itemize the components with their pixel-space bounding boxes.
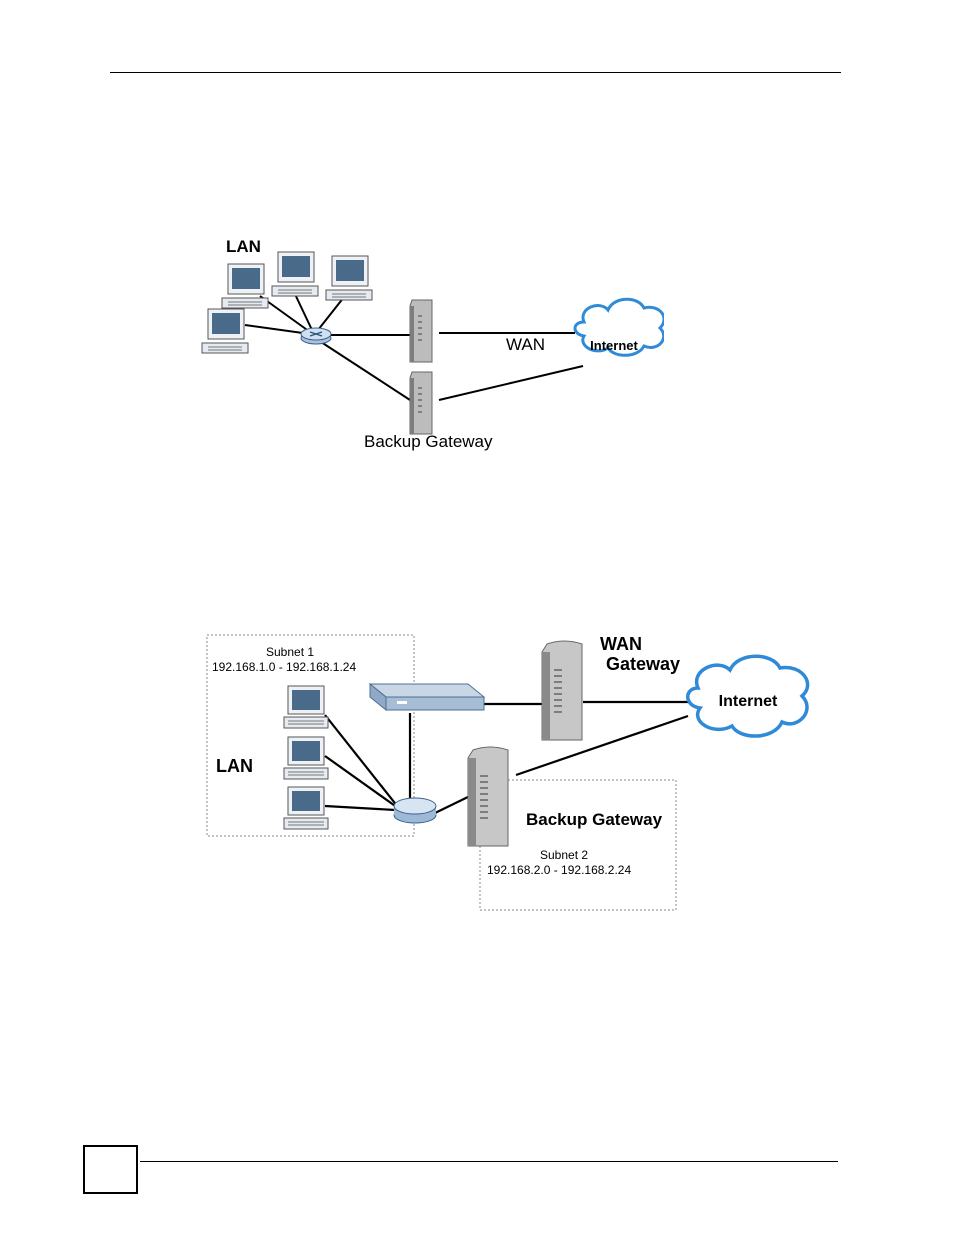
- subnet1-range: 192.168.1.0 - 192.168.1.24: [212, 660, 356, 674]
- router-icon: [394, 798, 436, 823]
- wan-gateway-device-icon: [542, 641, 582, 740]
- lan-computer-icon: [284, 686, 328, 728]
- internet-label: Internet: [719, 693, 778, 710]
- footer-rule: [140, 1161, 838, 1162]
- header-rule: [110, 72, 841, 73]
- backup-gateway-label: Backup Gateway: [364, 432, 493, 451]
- router-icon: [301, 328, 331, 344]
- backup-gateway-label: Backup Gateway: [526, 810, 663, 829]
- subnet2-range: 192.168.2.0 - 192.168.2.24: [487, 863, 631, 877]
- backup-gateway-diagram: LAN WAN Internet Backup Gateway: [198, 234, 664, 454]
- subnet2-boundary: [480, 780, 676, 910]
- backup-gateway-device-icon: [410, 372, 432, 434]
- page-number-box: [83, 1145, 138, 1194]
- internet-cloud-icon: Internet: [575, 299, 664, 355]
- lan-computer-icon: [272, 252, 318, 296]
- lan-label: LAN: [216, 756, 253, 776]
- lan-label: LAN: [226, 237, 261, 256]
- lan-computer-icon: [284, 737, 328, 779]
- lan-computer-icon: [222, 264, 268, 308]
- gateway-label: Gateway: [606, 654, 680, 674]
- subnet-backup-gateway-diagram: Subnet 1 192.168.1.0 - 192.168.1.24 LAN: [198, 630, 818, 915]
- backup-gateway-device-icon: [468, 747, 508, 846]
- internet-label: Internet: [590, 338, 638, 353]
- switch-icon: [370, 684, 484, 710]
- lan-computer-icon: [326, 256, 372, 300]
- wan-gateway-device-icon: [410, 300, 432, 362]
- subnet2-label: Subnet 2: [540, 848, 588, 862]
- lan-computer-icon: [202, 309, 248, 353]
- wan-label: WAN: [506, 335, 545, 354]
- wan-label: WAN: [600, 634, 642, 654]
- subnet1-label: Subnet 1: [266, 645, 314, 659]
- lan-computer-icon: [284, 787, 328, 829]
- internet-cloud-icon: Internet: [688, 656, 808, 736]
